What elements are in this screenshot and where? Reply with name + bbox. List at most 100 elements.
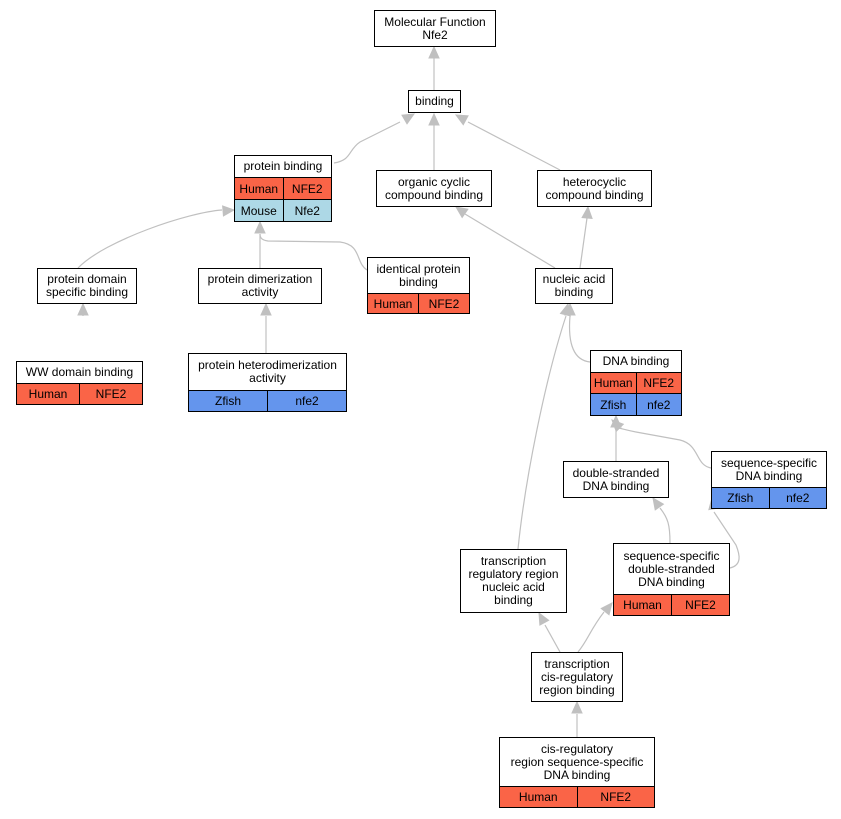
node-title: identical protein binding [368, 258, 469, 293]
node-title: protein dimerization activity [199, 269, 321, 303]
title-line: nucleic acid [542, 272, 606, 286]
gene-cell[interactable]: Nfe2 [282, 200, 331, 221]
title-line: DNA binding [602, 354, 670, 368]
edge-line [517, 315, 567, 550]
node-title: protein domain specific binding [38, 269, 136, 303]
title-line: cis-regulatory [540, 741, 614, 756]
title-line: WW domain binding [25, 365, 134, 379]
node-ww-domain-binding[interactable]: WW domain binding Human NFE2 [16, 361, 143, 405]
edge-arrowhead [611, 419, 625, 433]
title-line: transcription [480, 554, 547, 568]
annotation-row: Human NFE2 [614, 594, 729, 615]
node-title: double-stranded DNA binding [564, 462, 668, 497]
node-title: cis-regulatory region sequence-specific … [500, 738, 654, 786]
edge-line [659, 507, 671, 544]
edge-arrowhead [652, 497, 665, 511]
node-transcription-regulatory-region-nucleic-acid-binding[interactable]: transcription regulatory region nucleic … [460, 549, 567, 613]
title-line: binding [399, 274, 438, 289]
node-dna-binding[interactable]: DNA binding Human NFE2 Zfish nfe2 [590, 350, 682, 416]
gene-cell[interactable]: nfe2 [267, 391, 346, 411]
edge-arrowhead [454, 114, 469, 126]
title-line: transcription [544, 656, 610, 671]
species-cell[interactable]: Zfish [712, 488, 769, 508]
title-line: protein dimerization [207, 272, 313, 286]
edge-arrowhead [581, 205, 593, 219]
edge-arrowhead [260, 302, 272, 316]
species-cell[interactable]: Zfish [591, 394, 636, 415]
edge-arrowhead [538, 611, 550, 626]
edge-line [617, 427, 712, 469]
title-line: DNA binding [582, 478, 650, 493]
node-sequence-specific-dna-binding[interactable]: sequence-specific DNA binding Zfish nfe2 [711, 451, 827, 509]
edge-line [259, 233, 368, 271]
node-title: sequence-specific DNA binding [712, 452, 826, 487]
species-cell[interactable]: Human [500, 787, 577, 807]
title-line: DNA binding [638, 574, 705, 589]
annotation-row: Human NFE2 [17, 383, 142, 404]
node-protein-dimerization-activity[interactable]: protein dimerization activity [198, 268, 322, 304]
title-line: double-stranded [572, 465, 660, 480]
species-cell[interactable]: Human [368, 294, 418, 313]
annotation-row: Human NFE2 [500, 786, 654, 807]
title-line: nucleic acid [482, 580, 545, 594]
node-heterocyclic-compound-binding[interactable]: heterocyclic compound binding [537, 170, 652, 207]
node-title: protein heterodimerization activity [189, 354, 346, 390]
edge-line [544, 624, 561, 653]
edge-line [713, 511, 740, 569]
gene-cell[interactable]: NFE2 [418, 294, 469, 313]
gene-cell[interactable]: nfe2 [635, 394, 681, 415]
title-line: DNA binding [735, 468, 803, 483]
edge-line [568, 315, 591, 363]
edge-arrowhead [600, 602, 613, 616]
gene-cell[interactable]: nfe2 [768, 488, 826, 508]
node-title: nucleic acid binding [536, 269, 612, 303]
node-title: heterocyclic compound binding [538, 171, 651, 206]
title-line: binding [554, 285, 594, 299]
species-cell[interactable]: Human [17, 384, 79, 404]
gene-cell[interactable]: NFE2 [79, 384, 142, 404]
gene-cell[interactable]: NFE2 [635, 373, 681, 393]
edge-line [577, 611, 605, 653]
node-protein-binding[interactable]: protein binding Human NFE2 Mouse Nfe2 [234, 155, 332, 222]
node-protein-heterodimerization-activity[interactable]: protein heterodimerization activity Zfis… [188, 353, 347, 412]
node-sequence-specific-double-stranded-dna-binding[interactable]: sequence-specific double-stranded DNA bi… [613, 543, 730, 616]
species-cell[interactable]: Human [614, 595, 671, 615]
species-cell[interactable]: Mouse [235, 200, 283, 221]
title-line: identical protein [376, 261, 461, 276]
node-identical-protein-binding[interactable]: identical protein binding Human NFE2 [367, 257, 470, 314]
species-cell[interactable]: Zfish [189, 391, 267, 411]
edge-arrowhead [222, 205, 236, 217]
gene-cell[interactable]: NFE2 [576, 787, 654, 807]
node-title: Molecular Function Nfe2 [375, 11, 495, 46]
species-cell[interactable]: Human [591, 373, 636, 393]
annotation-row: Human NFE2 [591, 372, 681, 393]
node-organic-cyclic-compound-binding[interactable]: organic cyclic compound binding [376, 170, 492, 207]
node-title: binding [409, 91, 460, 112]
edge-arrowhead [428, 45, 440, 59]
species-cell[interactable]: Human [235, 178, 283, 199]
node-title: transcription regulatory region nucleic … [461, 550, 566, 612]
title-line: organic cyclic [397, 174, 470, 189]
title-line: heterocyclic [562, 174, 627, 189]
node-double-stranded-dna-binding[interactable]: double-stranded DNA binding [563, 461, 669, 498]
node-nucleic-acid-binding[interactable]: nucleic acid binding [535, 268, 613, 304]
annotation-row: Human NFE2 [368, 293, 469, 313]
title-line: compound binding [545, 187, 644, 202]
title-line: Nfe2 [422, 27, 448, 42]
title-line: regulatory region [468, 567, 559, 581]
node-molecular-function[interactable]: Molecular Function Nfe2 [374, 10, 496, 47]
gene-cell[interactable]: NFE2 [282, 178, 331, 199]
edge-arrowhead [428, 112, 440, 126]
annotation-row: Mouse Nfe2 [235, 199, 331, 221]
edge-line [579, 217, 588, 269]
node-binding[interactable]: binding [408, 90, 461, 113]
node-cis-regulatory-region-sequence-specific-dna-binding[interactable]: cis-regulatory region sequence-specific … [499, 737, 655, 808]
title-line: binding [415, 94, 454, 108]
node-transcription-cis-regulatory-region-binding[interactable]: transcription cis-regulatory region bind… [531, 652, 623, 702]
gene-cell[interactable]: NFE2 [671, 595, 729, 615]
node-title: DNA binding [591, 351, 681, 372]
title-line: sequence-specific [623, 548, 720, 563]
node-title: sequence-specific double-stranded DNA bi… [614, 544, 729, 594]
node-protein-domain-specific-binding[interactable]: protein domain specific binding [37, 268, 137, 304]
